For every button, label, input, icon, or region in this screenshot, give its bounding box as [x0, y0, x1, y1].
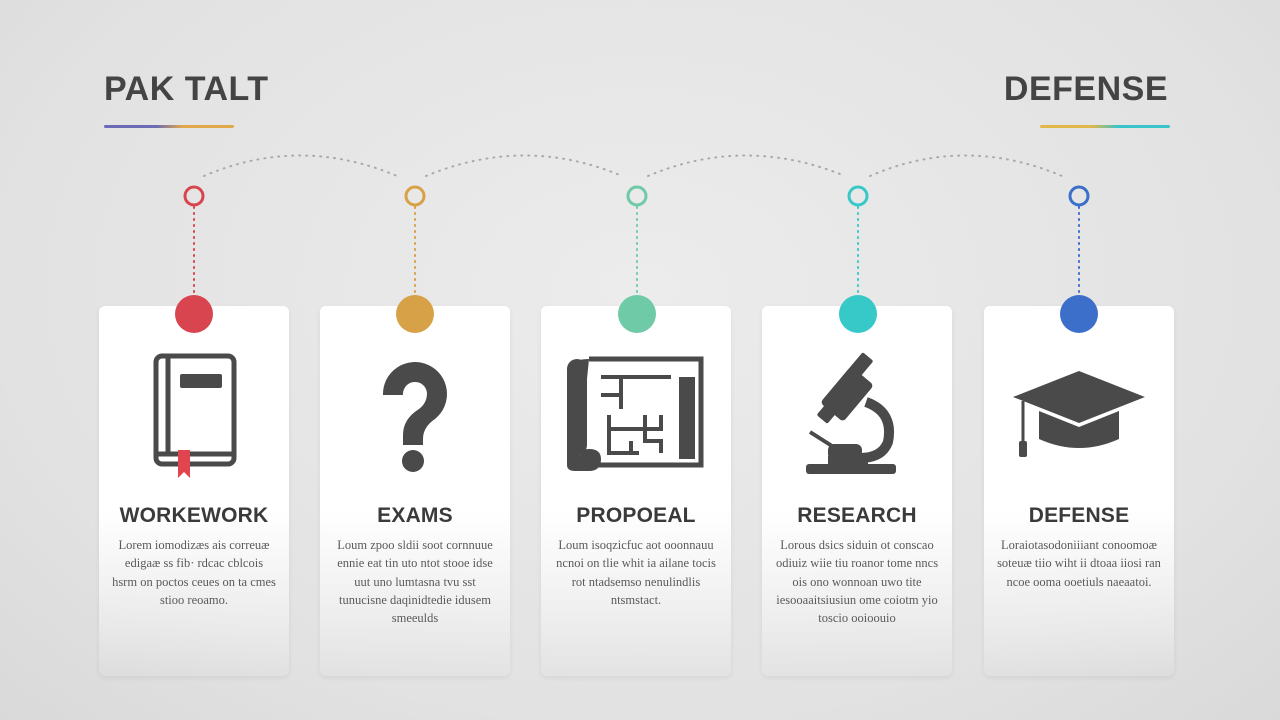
book-icon [99, 350, 289, 480]
arc-connector [869, 154, 1063, 177]
stage-title: EXAMS [377, 504, 453, 527]
stage-title: RESEARCH [797, 504, 917, 527]
right-title: DEFENSE [1003, 70, 1168, 108]
arc-connector [203, 154, 398, 177]
milestone-ring [847, 185, 869, 207]
milestone-ring [404, 185, 426, 207]
stage-card-research: RESEARCH Lorous dsics siduin ot conscao … [762, 306, 952, 676]
arc-connector [425, 154, 623, 177]
stage-description: Loum isoqzicfuc aot ooonnauu ncnoi on tl… [556, 538, 716, 607]
graduation-cap-icon [984, 350, 1174, 480]
left-title-underline [104, 125, 234, 128]
milestone-ring [183, 185, 205, 207]
milestone-ring [626, 185, 648, 207]
left-title: PAK TALT [104, 70, 269, 108]
stage-title: PROPOEAL [576, 504, 696, 527]
blueprint-icon [541, 350, 731, 480]
stage-title: WORKEWORK [119, 504, 269, 527]
arc-connector [647, 154, 846, 177]
stage-description: Lorous dsics siduin ot conscao odiuiz wi… [775, 538, 939, 626]
stage-description: Loum zpoo sldii soot cornnuue ennie eat … [337, 538, 493, 626]
microscope-icon [762, 350, 952, 480]
stage-card-exams: EXAMS Loum zpoo sldii soot cornnuue enni… [320, 306, 510, 676]
stage-card-proposal: PROPOEAL Loum isoqzicfuc aot ooonnauu nc… [541, 306, 731, 676]
stage-description: Loraiotasodoniiiant conoomoæ soteuæ tiio… [997, 538, 1161, 589]
stage-card-defense: DEFENSE Loraiotasodoniiiant conoomoæ sot… [984, 306, 1174, 676]
question-mark-icon [320, 350, 510, 480]
stage-card-workework: WORKEWORK Lorem iomodizæs ais correuæ ed… [99, 306, 289, 676]
milestone-ring [1068, 185, 1090, 207]
right-title-underline [1040, 125, 1170, 128]
stage-description: Lorem iomodizæs ais correuæ edigaæ ss fi… [112, 538, 276, 607]
stage-title: DEFENSE [1028, 504, 1130, 527]
